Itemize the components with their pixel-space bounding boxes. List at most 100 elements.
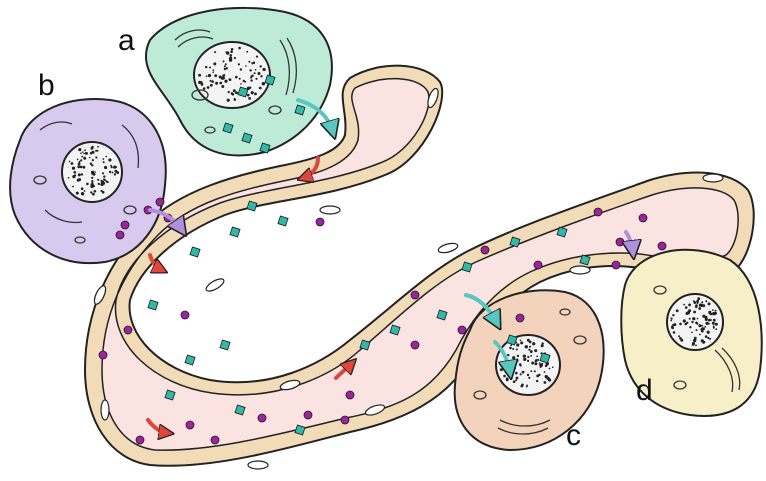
chromatin-dot	[115, 166, 117, 168]
chromatin-dot	[532, 342, 535, 345]
chromatin-dot	[94, 190, 97, 193]
chromatin-dot	[254, 93, 257, 96]
chromatin-dot	[522, 371, 525, 374]
round-particle-icon	[136, 436, 144, 444]
chromatin-dot	[81, 173, 83, 175]
square-particle-icon	[148, 300, 158, 310]
chromatin-dot	[205, 66, 207, 68]
chromatin-dot	[517, 355, 519, 357]
chromatin-dot	[221, 85, 224, 88]
chromatin-dot	[238, 47, 241, 50]
chromatin-dot	[110, 165, 112, 167]
chromatin-dot	[77, 159, 79, 161]
chromatin-dot	[80, 159, 82, 161]
round-particle-icon	[612, 261, 620, 269]
square-particle-icon	[190, 247, 200, 257]
chromatin-dot	[691, 332, 693, 334]
chromatin-dot	[78, 148, 81, 151]
chromatin-dot	[520, 340, 522, 342]
chromatin-dot	[81, 187, 84, 190]
chromatin-dot	[500, 361, 503, 364]
chromatin-dot	[82, 151, 84, 153]
chromatin-dot	[672, 314, 674, 316]
chromatin-dot	[201, 83, 204, 86]
chromatin-dot	[699, 334, 701, 336]
chromatin-dot	[86, 183, 89, 186]
chromatin-dot	[673, 323, 676, 326]
chromatin-dot	[696, 329, 698, 331]
chromatin-dot	[692, 343, 695, 346]
round-particle-icon	[121, 221, 129, 229]
chromatin-dot	[709, 338, 711, 340]
chromatin-dot	[229, 57, 232, 60]
chromatin-dot	[503, 367, 505, 369]
chromatin-dot	[215, 82, 218, 85]
chromatin-dot	[210, 84, 213, 87]
chromatin-dot	[704, 326, 706, 328]
chromatin-dot	[707, 331, 710, 334]
chromatin-dot	[520, 365, 522, 367]
chromatin-dot	[90, 185, 93, 188]
chromatin-dot	[521, 384, 524, 387]
round-particle-icon	[616, 238, 624, 246]
chromatin-dot	[700, 328, 703, 331]
chromatin-dot	[527, 374, 529, 376]
chromatin-dot	[213, 62, 216, 65]
chromatin-dot	[112, 172, 114, 174]
chromatin-dot	[705, 300, 707, 302]
chromatin-dot	[251, 91, 254, 94]
chromatin-dot	[530, 370, 532, 372]
chromatin-dot	[92, 151, 95, 154]
chromatin-dot	[104, 166, 107, 169]
chromatin-dot	[95, 150, 97, 152]
chromatin-dot	[514, 367, 516, 369]
chromatin-dot	[253, 62, 255, 64]
chromatin-dot	[83, 166, 86, 169]
chromatin-dot	[100, 184, 102, 186]
chromatin-dot	[500, 368, 503, 371]
chromatin-dot	[544, 381, 547, 384]
chromatin-dot	[93, 173, 96, 176]
chromatin-dot	[671, 318, 673, 320]
chromatin-dot	[250, 79, 252, 81]
chromatin-dot	[248, 61, 250, 63]
chromatin-dot	[98, 183, 100, 185]
chromatin-dot	[78, 173, 81, 176]
chromatin-dot	[702, 315, 705, 318]
chromatin-dot	[702, 304, 705, 307]
chromatin-dot	[246, 51, 248, 53]
chromatin-dot	[245, 65, 247, 67]
chromatin-dot	[534, 362, 537, 365]
chromatin-dot	[69, 161, 71, 163]
chromatin-dot	[516, 349, 518, 351]
chromatin-dot	[203, 87, 206, 90]
endothelial-nucleus	[320, 206, 340, 214]
round-particle-icon	[181, 311, 189, 319]
chromatin-dot	[219, 82, 222, 85]
chromatin-dot	[698, 324, 701, 327]
round-particle-icon	[534, 261, 542, 269]
chromatin-dot	[114, 173, 116, 175]
chromatin-dot	[715, 310, 717, 312]
chromatin-dot	[527, 360, 529, 362]
chromatin-dot	[198, 74, 201, 77]
chromatin-dot	[256, 56, 258, 58]
chromatin-dot	[515, 372, 518, 375]
round-particle-icon	[156, 198, 164, 206]
chromatin-dot	[541, 344, 544, 347]
chromatin-dot	[108, 158, 111, 161]
chromatin-dot	[549, 368, 551, 370]
chromatin-dot	[209, 67, 211, 69]
chromatin-dot	[708, 323, 710, 325]
chromatin-dot	[89, 157, 91, 159]
chromatin-dot	[230, 51, 233, 54]
chromatin-dot	[687, 311, 690, 314]
chromatin-dot	[227, 99, 230, 102]
chromatin-dot	[535, 359, 538, 362]
round-particle-icon	[258, 414, 266, 422]
chromatin-dot	[713, 319, 716, 322]
round-particle-icon	[481, 246, 489, 254]
chromatin-dot	[512, 348, 514, 350]
chromatin-dot	[251, 75, 254, 78]
